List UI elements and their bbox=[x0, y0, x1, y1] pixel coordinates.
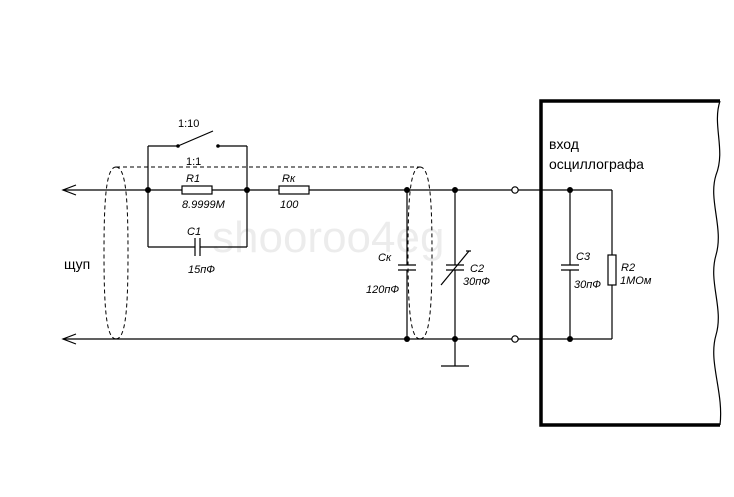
range-switch bbox=[147, 130, 248, 190]
scope-input-terminal bbox=[511, 186, 519, 194]
resistor-rk bbox=[278, 185, 310, 195]
probe-label: щуп bbox=[64, 256, 90, 272]
c1-value: 15пФ bbox=[188, 264, 215, 276]
switch-label-1-10: 1:10 bbox=[178, 118, 199, 130]
r2-name: R2 bbox=[621, 262, 635, 274]
capacitor-ck bbox=[398, 190, 416, 339]
ck-name: Cк bbox=[378, 252, 392, 264]
ground-wire bbox=[63, 338, 612, 367]
ck-value: 120пФ bbox=[366, 284, 399, 296]
resistor-r1 bbox=[181, 185, 213, 195]
watermark: shooroo4eg bbox=[212, 213, 444, 262]
cable-shield-dashed bbox=[103, 166, 433, 340]
switch-label-1-1: 1:1 bbox=[186, 156, 201, 168]
r2-value: 1МОм bbox=[620, 275, 652, 287]
trimmer-capacitor-c2 bbox=[440, 190, 471, 339]
c3-value: 30пФ bbox=[574, 279, 601, 291]
c1-name: C1 bbox=[187, 226, 201, 238]
c2-value: 30пФ bbox=[463, 276, 490, 288]
capacitor-c3 bbox=[561, 190, 579, 339]
r1-value: 8.9999M bbox=[182, 199, 226, 211]
resistor-r2 bbox=[607, 254, 617, 286]
capacitor-c1 bbox=[147, 190, 248, 256]
oscilloscope-input-box bbox=[539, 99, 722, 427]
scope-label-line1: вход bbox=[549, 136, 579, 152]
c2-name: C2 bbox=[470, 263, 484, 275]
c3-name: C3 bbox=[576, 251, 591, 263]
rk-value: 100 bbox=[280, 199, 299, 211]
scope-ground-terminal bbox=[511, 335, 519, 343]
rk-name: Rк bbox=[282, 173, 296, 185]
r1-name: R1 bbox=[186, 173, 200, 185]
scope-label-line2: осциллографа bbox=[549, 156, 644, 172]
